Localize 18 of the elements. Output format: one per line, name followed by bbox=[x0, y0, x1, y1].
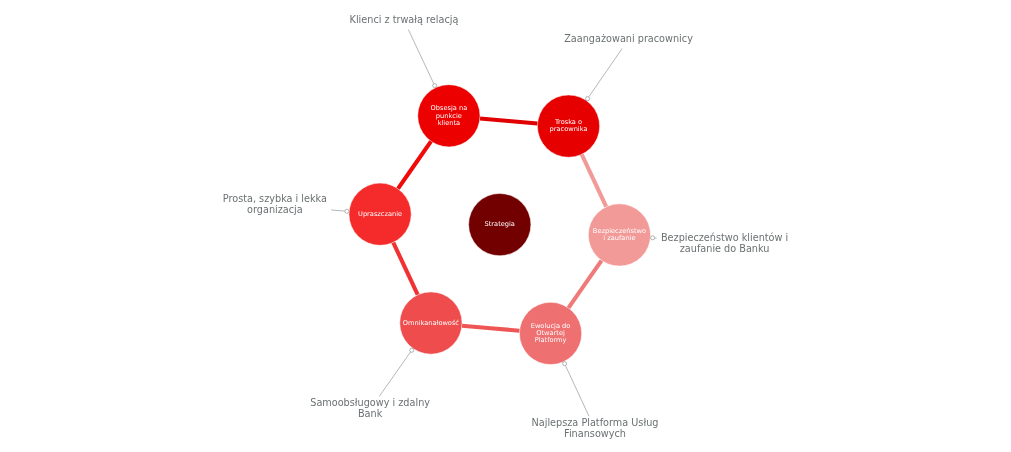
connector bbox=[396, 139, 433, 190]
connector bbox=[479, 115, 538, 125]
connector bbox=[331, 208, 350, 214]
node-text: Samoobsługowy i zdalny Bank bbox=[310, 396, 431, 419]
connector bbox=[378, 347, 415, 397]
connector bbox=[408, 28, 437, 88]
connector bbox=[566, 258, 604, 309]
connector bbox=[562, 360, 590, 417]
node-text: Bezpieczeństwo klientów i zaufanie do Banku bbox=[660, 231, 789, 254]
connector bbox=[650, 235, 657, 240]
connector bbox=[585, 47, 623, 101]
node-text: Prosta, szybka i lekka organizacja bbox=[222, 192, 327, 215]
connector bbox=[391, 241, 420, 296]
node-text: Zaangażowani pracownicy bbox=[564, 32, 693, 44]
node-text: Najlepsza Platforma Usług Finansowych bbox=[531, 416, 659, 439]
node-text: Klienci z trwałą relacją bbox=[349, 13, 459, 25]
connector bbox=[461, 323, 520, 333]
connector bbox=[579, 153, 609, 207]
